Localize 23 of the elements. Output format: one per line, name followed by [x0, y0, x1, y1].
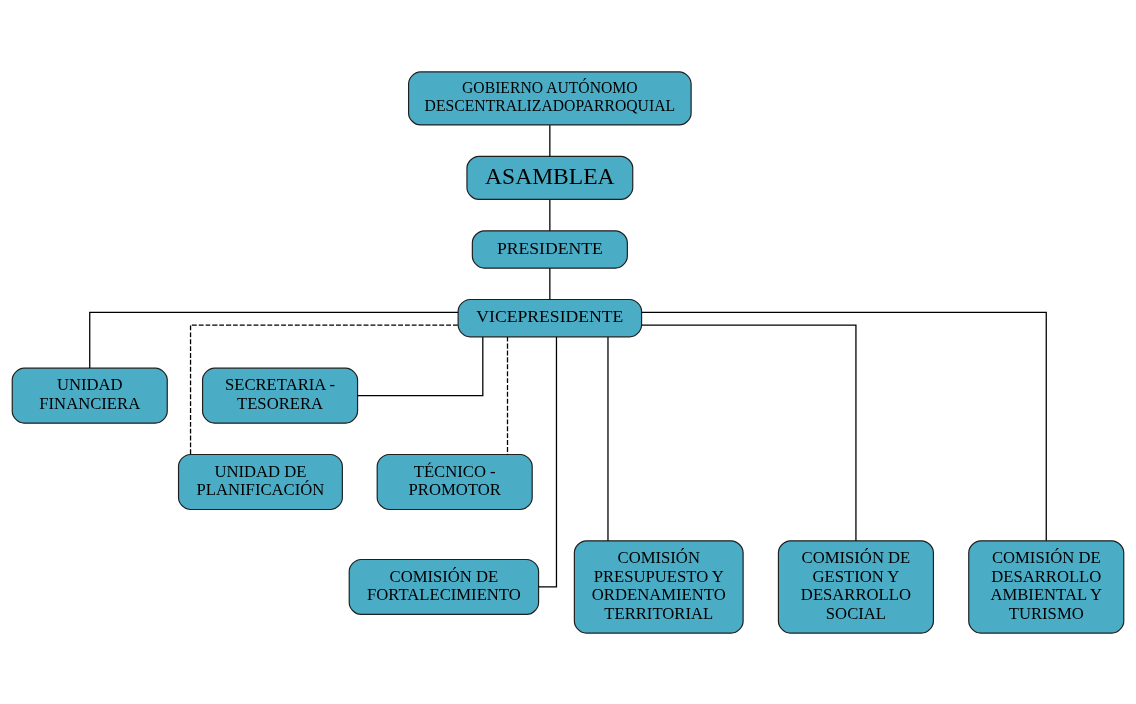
connector	[549, 267, 551, 300]
connector	[549, 124, 551, 157]
node-box: COMISIÓN PRESUPUESTO Y ORDENAMIENTO TERRITORIAL	[573, 539, 744, 634]
node-box: ASAMBLEA	[466, 155, 634, 200]
node-box: PRESIDENTE	[471, 229, 628, 269]
connector	[641, 323, 857, 541]
connector	[607, 335, 609, 541]
node-box: COMISIÓN DE GESTION Y DESARROLLO SOCIAL	[777, 539, 935, 634]
node-box: VICEPRESIDENTE	[457, 298, 643, 337]
connector	[356, 335, 484, 396]
node-box: SECRETARIA - TESORERA	[201, 367, 359, 424]
node-box: COMISIÓN DE FORTALECIMIENTO	[348, 558, 540, 615]
connector	[89, 311, 459, 369]
connector	[189, 323, 459, 455]
connector	[506, 335, 509, 455]
connector	[641, 311, 1047, 541]
node-box: UNIDAD FINANCIERA	[11, 367, 168, 424]
node-box: GOBIERNO AUTÓNOMO DESCENTRALIZADOPARROQUIAL	[408, 70, 692, 125]
node-box: COMISIÓN DE DESARROLLO AMBIENTAL Y TURISMO	[968, 539, 1125, 634]
connector	[538, 335, 558, 588]
node-box: TÉCNICO - PROMOTOR	[376, 453, 533, 510]
node-box: UNIDAD DE PLANIFICACIÓN	[177, 453, 343, 510]
connector	[549, 198, 551, 231]
